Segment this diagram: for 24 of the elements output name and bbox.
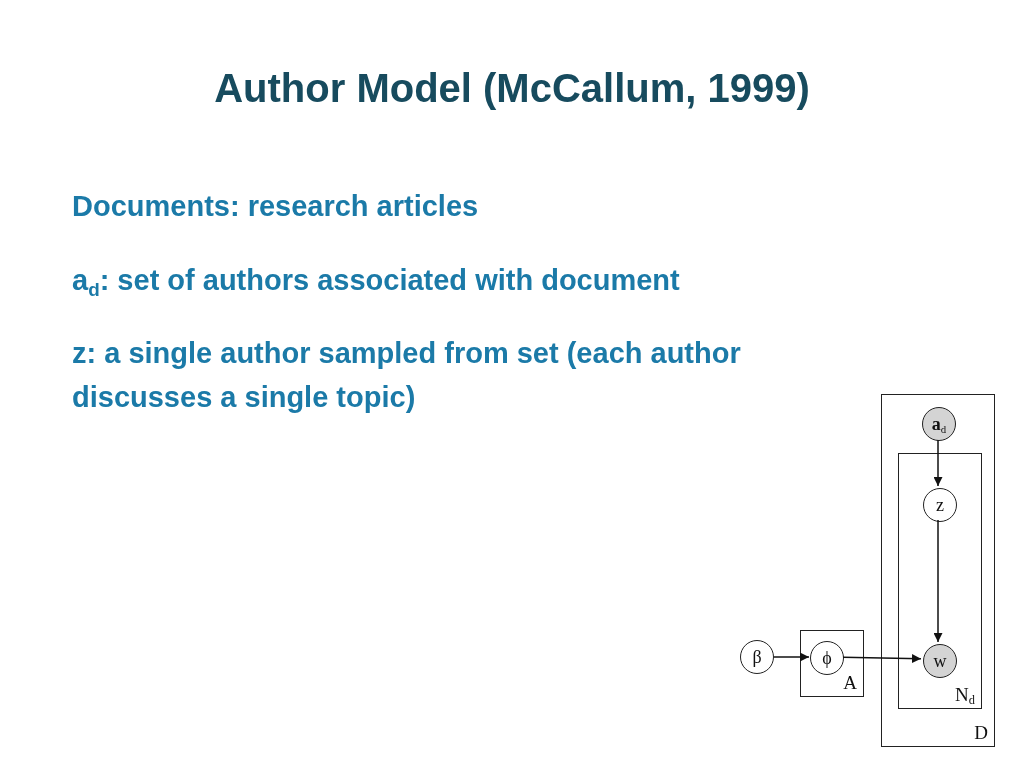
plate-label: A [843, 672, 857, 694]
slide-title: Author Model (McCallum, 1999) [213, 66, 811, 111]
variable-label: ϕ [822, 649, 832, 667]
arrow [773, 652, 810, 662]
plate-label: D [974, 722, 988, 744]
observed-variable-circle [923, 644, 957, 678]
variable-circle [810, 641, 844, 675]
observed-variable-circle [922, 407, 956, 441]
plate-box [898, 453, 982, 709]
arrow [933, 439, 943, 487]
variable-label: w [933, 652, 947, 670]
variable-circle [740, 640, 774, 674]
bullet-text: z: a single author sampled from set (each author discusses a single topic) [72, 336, 742, 415]
variable-label: β [752, 648, 762, 666]
bullet-text: a$_{d}$: set of authors associated with document [72, 263, 681, 302]
plate-box [881, 394, 995, 747]
bullet-text: Documents: research articles [72, 189, 480, 224]
variable-circle [923, 488, 957, 522]
plate-box [800, 630, 864, 697]
plate-label: N$_{d}$ [955, 684, 975, 706]
variable-label: a$_{d}$ [931, 415, 947, 433]
arrow [842, 654, 922, 664]
arrow [933, 519, 943, 643]
variable-label: z [936, 496, 944, 514]
